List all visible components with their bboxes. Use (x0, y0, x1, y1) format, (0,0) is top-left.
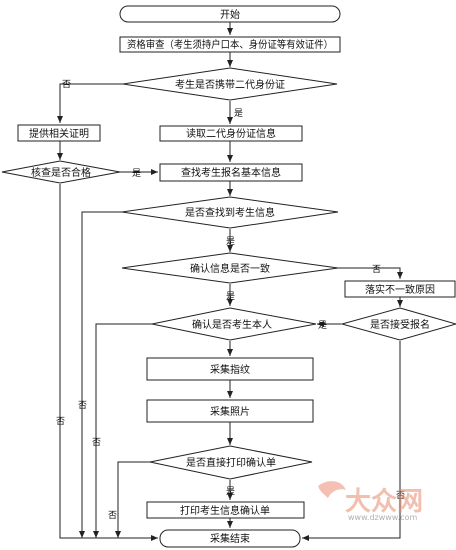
qualification-box (119, 36, 341, 53)
is-self-label: 确认是否考生本人 (192, 318, 272, 331)
label-no-consistent: 否 (372, 264, 381, 275)
label-no-accept: 否 (396, 490, 405, 501)
consistent-label: 确认信息是否一致 (190, 262, 270, 275)
search-label: 查找考生报名基本信息 (181, 166, 281, 179)
watermark-url: www.dzwww.com (348, 513, 417, 522)
watermark: 大众网 www.dzwww.com (318, 481, 423, 522)
label-yes-found: 是 (226, 236, 235, 247)
watermark-logo-icon (318, 481, 346, 498)
has-id-decision (122, 67, 338, 101)
label-no-print: 否 (108, 510, 117, 521)
consistent-decision (121, 252, 339, 284)
photo-label: 采集照片 (210, 405, 250, 418)
accept-decision (340, 307, 456, 341)
label-yes-accept: 是 (318, 320, 327, 331)
is-self-decision (151, 307, 317, 341)
label-no-is-self: 否 (92, 437, 101, 448)
proof-box (17, 124, 101, 142)
print-question-decision (149, 445, 313, 480)
has-id-label: 考生是否携带二代身份证 (175, 78, 285, 91)
found-decision (121, 196, 339, 229)
accept-label: 是否接受报名 (370, 318, 430, 331)
print-question-label: 是否直接打印确认单 (186, 456, 276, 469)
qualification-label: 资格审查（考生须持户口本、身份证等有效证件） (127, 38, 333, 51)
label-yes-print: 是 (226, 486, 235, 497)
verify-decision (1, 160, 121, 184)
read-id-box (159, 125, 303, 142)
reason-box (344, 280, 456, 298)
start-node (119, 5, 341, 23)
label-no-verify: 否 (56, 416, 65, 427)
photo-box (146, 399, 314, 423)
fingerprint-label: 采集指纹 (210, 363, 250, 376)
label-no-has-id: 否 (62, 79, 71, 90)
print-box (146, 501, 305, 519)
fingerprint-box (146, 357, 314, 381)
proof-label: 提供相关证明 (29, 127, 89, 140)
read-id-label: 读取二代身份证信息 (186, 127, 276, 140)
watermark-text: 大众网 (345, 487, 423, 517)
end-node (159, 529, 301, 548)
found-label: 是否查找到考生信息 (185, 206, 275, 219)
label-yes-has-id: 是 (234, 108, 243, 119)
label-yes-verify: 是 (132, 168, 141, 179)
search-box (159, 163, 303, 182)
label-no-found: 否 (78, 400, 87, 411)
reason-label: 落实不一致原因 (365, 283, 435, 296)
end-label: 采集结束 (210, 532, 250, 545)
start-label: 开始 (220, 8, 240, 21)
print-label: 打印考生信息确认单 (180, 504, 270, 517)
verify-label: 核查是否合格 (31, 166, 91, 179)
label-yes-consistent: 是 (226, 291, 235, 302)
connectors (57, 22, 403, 541)
